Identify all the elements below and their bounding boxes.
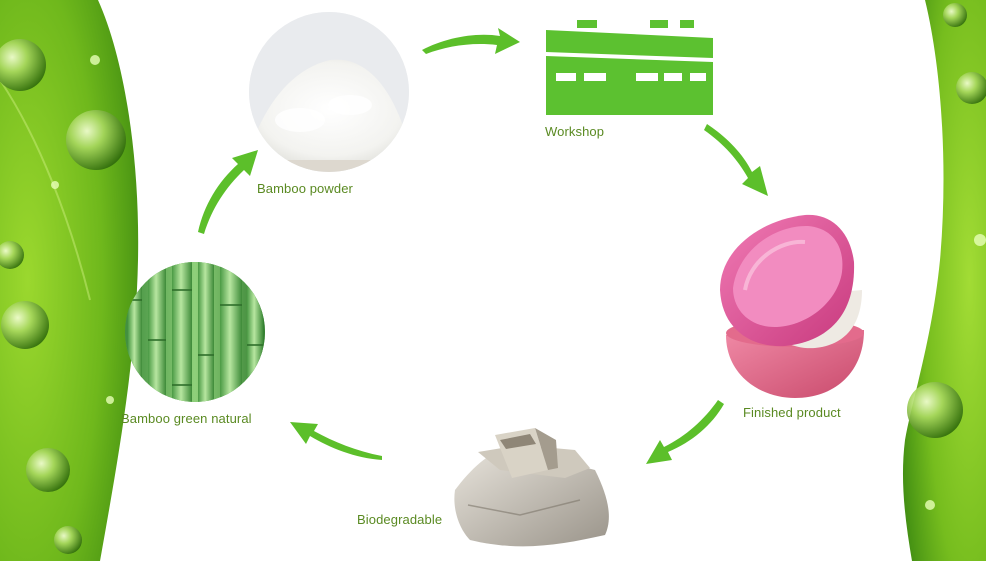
- arrow-biodegradable-to-bamboo: [290, 422, 382, 460]
- biodegradable-cup-image: [454, 428, 609, 547]
- workshop-building-icon: [546, 20, 713, 115]
- label-bamboo-green-natural: Bamboo green natural: [121, 411, 252, 426]
- powder-image: [249, 12, 409, 172]
- arrow-powder-to-workshop: [422, 28, 520, 54]
- arrow-bamboo-to-powder: [198, 150, 258, 234]
- bamboo-image: [125, 262, 265, 402]
- leaf-background-left: [0, 0, 139, 561]
- arrow-product-to-biodegradable: [646, 400, 724, 464]
- leaf-background-right: [902, 0, 986, 561]
- label-bamboo-powder: Bamboo powder: [257, 181, 353, 196]
- label-biodegradable: Biodegradable: [357, 512, 443, 527]
- arrow-workshop-to-product: [704, 124, 768, 196]
- bowls-image: [720, 214, 864, 398]
- label-workshop: Workshop: [545, 124, 605, 139]
- label-finished-product: Finished product: [743, 405, 841, 420]
